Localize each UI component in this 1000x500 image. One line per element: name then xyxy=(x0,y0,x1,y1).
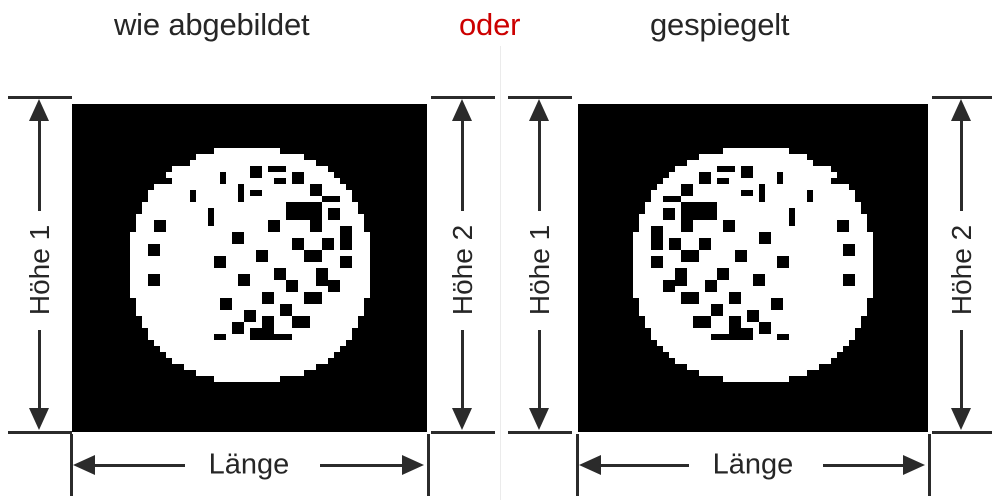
witness-line-bottom-right-2 xyxy=(932,431,992,434)
arrow-up-hoehe-1-right xyxy=(529,99,549,121)
dim-label-hoehe-2-right: Höhe 2 xyxy=(946,224,977,316)
witness-line-bottom-left-2 xyxy=(431,431,495,434)
dim-shaft-hoehe-2-right-lower xyxy=(960,330,963,409)
dim-shaft-laenge-left-start xyxy=(95,464,185,467)
arrow-down-hoehe-2-left xyxy=(452,408,472,430)
witness-line-top-right-1 xyxy=(508,96,572,99)
witness-line-bottom-right-1 xyxy=(508,431,572,434)
witness-line-top-left-2 xyxy=(431,96,495,99)
arrow-right-laenge-right xyxy=(903,455,925,475)
dim-shaft-laenge-left-end xyxy=(320,464,402,467)
arrow-up-hoehe-2-right xyxy=(951,99,971,121)
arrow-up-hoehe-2-left xyxy=(452,99,472,121)
witness-line-laenge-right-start xyxy=(576,434,579,496)
medallion-graphic-mirrored xyxy=(633,148,873,382)
witness-line-bottom-left-1 xyxy=(8,431,72,434)
dim-label-hoehe-2-left: Höhe 2 xyxy=(447,224,478,316)
dim-label-hoehe-1-right: Höhe 1 xyxy=(524,224,555,316)
medallion-graphic xyxy=(129,148,370,382)
product-image-as-shown xyxy=(72,104,427,432)
arrow-down-hoehe-1-right xyxy=(529,408,549,430)
witness-line-top-right-2 xyxy=(932,96,992,99)
dim-shaft-hoehe-2-right-upper xyxy=(960,119,963,211)
panel-title-mirrored: gespiegelt xyxy=(650,7,790,42)
panel-divider xyxy=(500,46,501,500)
dim-shaft-hoehe-1-right-upper xyxy=(538,119,541,211)
dim-shaft-hoehe-1-right-lower xyxy=(538,330,541,409)
dim-label-hoehe-1-left: Höhe 1 xyxy=(24,224,55,316)
dim-label-laenge-left: Länge xyxy=(208,448,290,481)
dim-label-laenge-right: Länge xyxy=(712,448,794,481)
dim-shaft-hoehe-2-left-lower xyxy=(461,330,464,409)
arrow-left-laenge-right xyxy=(579,455,601,475)
witness-line-laenge-left-start xyxy=(70,434,73,496)
arrow-left-laenge-left xyxy=(73,455,95,475)
dim-shaft-hoehe-1-left-upper xyxy=(38,119,41,211)
arrow-down-hoehe-1-left xyxy=(29,408,49,430)
witness-line-laenge-left-end xyxy=(427,434,430,496)
arrow-right-laenge-left xyxy=(402,455,424,475)
panel-title-as-shown: wie abgebildet xyxy=(114,7,310,42)
connector-label-oder: oder xyxy=(459,7,521,42)
arrow-up-hoehe-1-left xyxy=(29,99,49,121)
arrow-down-hoehe-2-right xyxy=(951,408,971,430)
dim-shaft-hoehe-1-left-lower xyxy=(38,330,41,409)
witness-line-top-left-1 xyxy=(8,96,72,99)
dim-shaft-hoehe-2-left-upper xyxy=(461,119,464,211)
product-image-mirrored xyxy=(578,104,928,432)
witness-line-laenge-right-end xyxy=(928,434,931,496)
dim-shaft-laenge-right-start xyxy=(601,464,689,467)
dim-shaft-laenge-right-end xyxy=(823,464,903,467)
